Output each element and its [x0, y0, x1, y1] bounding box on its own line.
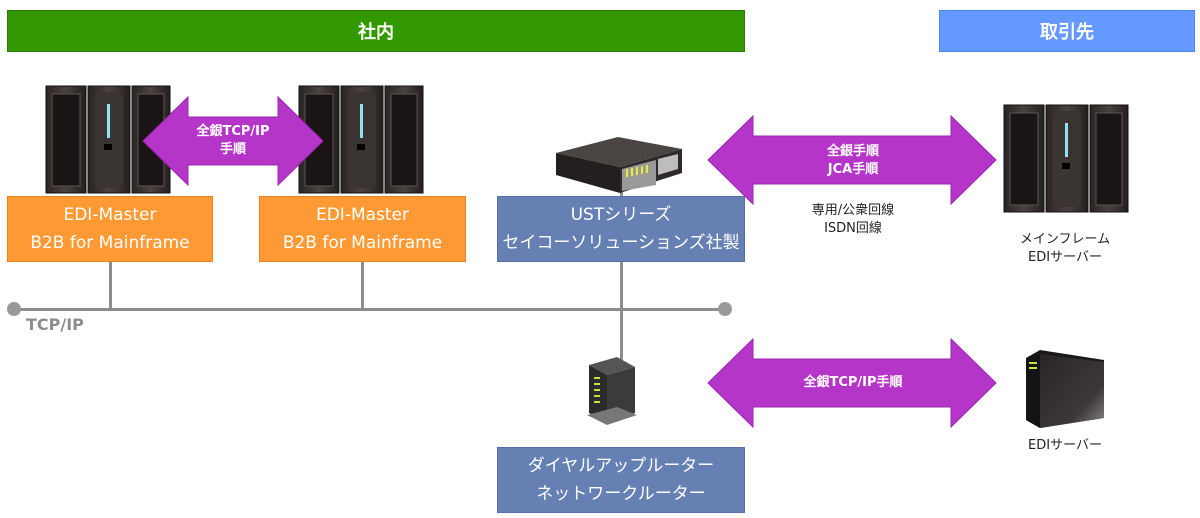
mainframe-link-notes: 専用/公衆回線 ISDN回線 [778, 202, 928, 238]
connector-edi-master-1 [109, 262, 112, 309]
network-endpoint-left [7, 302, 21, 316]
ust-line1: USTシリーズ [570, 205, 672, 225]
router-icon [587, 357, 637, 425]
mainframe-link-line1: 全銀手順 [826, 144, 879, 159]
edi-master-2-line1: EDI-Master [315, 205, 410, 225]
partner-header: 取引先 [939, 10, 1195, 52]
mainframe-server-icon [45, 85, 171, 194]
internal-link-line1: 全銀TCP/IP [196, 124, 270, 139]
tcp-ip-label: TCP/IP [26, 315, 84, 334]
internal-header-label: 社内 [358, 22, 394, 43]
double-arrow-internal [142, 95, 324, 187]
double-arrow-server [707, 337, 997, 429]
network-endpoint-right [718, 302, 732, 316]
edi-master-2-line2: B2B for Mainframe [282, 233, 443, 253]
line-type-note2: ISDN回線 [824, 221, 882, 236]
connector-ust [620, 185, 623, 370]
mainframe-server-icon [1003, 104, 1129, 213]
connector-edi-master-2 [361, 262, 364, 309]
edi-master-1-line1: EDI-Master [63, 205, 157, 225]
server-link-label: 全銀TCP/IP手順 [803, 375, 903, 390]
partner-mainframe-line1: メインフレーム [1019, 232, 1111, 247]
rack-server-icon [556, 137, 682, 193]
edi-master-2-box: EDI-Master B2B for Mainframe [259, 196, 466, 262]
mainframe-link-label: 全銀手順 JCA手順 [778, 143, 928, 179]
mainframe-link-line2: JCA手順 [827, 162, 879, 177]
tower-server-icon [1026, 350, 1104, 428]
edi-master-1-box: EDI-Master B2B for Mainframe [7, 196, 213, 262]
edi-master-1-line2: B2B for Mainframe [30, 233, 190, 253]
line-type-note1: 専用/公衆回線 [811, 203, 895, 218]
router-line2: ネットワークルーター [536, 484, 706, 504]
partner-mainframe-caption: メインフレーム EDIサーバー [990, 231, 1140, 267]
partner-edi-server-caption: EDIサーバー [1028, 438, 1102, 453]
router-line1: ダイヤルアップルーター [527, 456, 715, 476]
double-arrow-mainframe [707, 114, 997, 206]
internal-link-line2: 手順 [219, 142, 246, 157]
partner-header-label: 取引先 [1040, 22, 1094, 43]
tcp-ip-network-line [14, 308, 726, 311]
internal-link-label: 全銀TCP/IP 手順 [168, 123, 298, 159]
router-box: ダイヤルアップルーター ネットワークルーター [497, 447, 745, 513]
ust-line2: セイコーソリューションズ社製 [502, 233, 740, 253]
partner-mainframe-line2: EDIサーバー [1028, 250, 1102, 265]
ust-series-box: USTシリーズ セイコーソリューションズ社製 [497, 196, 745, 262]
internal-header: 社内 [7, 10, 745, 52]
